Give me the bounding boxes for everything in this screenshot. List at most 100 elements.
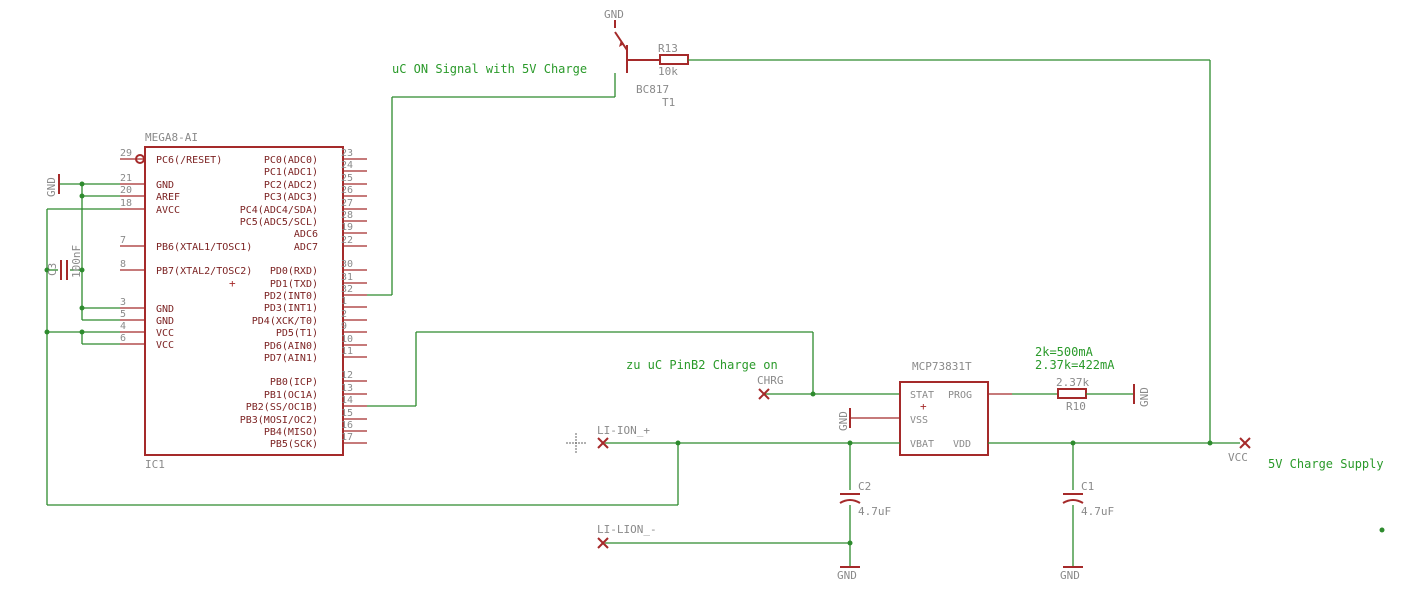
- net-li-lion-minus[interactable]: LI-LION_-: [597, 523, 657, 549]
- pin-vbat: VBAT: [910, 439, 934, 450]
- ic1-pin-name: ADC6: [294, 229, 318, 240]
- net-li-ion-plus-label: LI-ION_+: [597, 424, 650, 437]
- capacitor-c3[interactable]: C3 100nF: [46, 245, 83, 280]
- ic1-pin-number: 1: [341, 296, 347, 307]
- ic1-pin-name: PD5(T1): [276, 328, 318, 339]
- ic1-pin-name: PB3(MOSI/OC2): [240, 415, 318, 426]
- capacitor-c1[interactable]: C1 4.7uF GND: [1060, 480, 1114, 582]
- ic1-pin-number: 27: [341, 198, 353, 209]
- ic1-pin-number: 28: [341, 210, 353, 221]
- ic1-pin-number: 25: [341, 173, 353, 184]
- ic1-pin-number: 10: [341, 334, 353, 345]
- gnd-label-t1: GND: [604, 8, 624, 21]
- ic1-pin-number: 21: [120, 173, 132, 184]
- r10-ref: R10: [1066, 400, 1086, 413]
- r13-ref: R13: [658, 42, 678, 55]
- gnd-label-c2: GND: [837, 569, 857, 582]
- ic1-pin-name: PB6(XTAL1/TOSC1): [156, 242, 252, 253]
- ic1-body: [144, 146, 344, 456]
- c2-value: 4.7uF: [858, 505, 891, 518]
- ic1-pin-name: PB2(SS/OC1B): [246, 402, 318, 413]
- ic1-mega8[interactable]: MEGA8-AI IC1 29PC6(/RESET)21GND20AREF18A…: [120, 131, 367, 471]
- reset-inverter-bubble: [135, 154, 145, 164]
- green-dot-marker: [1379, 527, 1385, 533]
- ic1-pin-name: PC0(ADC0): [264, 155, 318, 166]
- ic1-pin-name: PB4(MISO): [264, 427, 318, 438]
- ic1-pin-number: 16: [341, 420, 353, 431]
- ic1-pin-name: AVCC: [156, 205, 180, 216]
- pin-prog: PROG: [948, 390, 972, 401]
- ic1-pin-number: 19: [341, 222, 353, 233]
- gnd-label-r10: GND: [1138, 387, 1151, 407]
- net-li-ion-plus[interactable]: LI-ION_+: [597, 424, 650, 449]
- t1-part: BC817: [636, 83, 669, 96]
- ic1-left-wires: [44, 181, 679, 506]
- ic1-pin-name: PD6(AIN0): [264, 341, 318, 352]
- pb2-chrg-wires: [367, 331, 900, 407]
- ic1-pin-name: PC1(ADC1): [264, 167, 318, 178]
- note-uc-on-signal: uC ON Signal with 5V Charge: [392, 62, 587, 76]
- ic1-pin-name: PC4(ADC4/SDA): [240, 205, 318, 216]
- ic1-pin-name: VCC: [156, 340, 174, 351]
- ic1-pin-name: PD3(INT1): [264, 303, 318, 314]
- ic1-part-label: MEGA8-AI: [145, 131, 198, 144]
- note-prog-1: 2k=500mA: [1035, 345, 1094, 359]
- net-li-lion-minus-label: LI-LION_-: [597, 523, 657, 536]
- r10-value: 2.37k: [1056, 376, 1089, 389]
- ic1-pin-number: 3: [120, 297, 126, 308]
- ic1-pin-name: PB7(XTAL2/TOSC2): [156, 266, 252, 277]
- ic1-pin-name: PC5(ADC5/SCL): [240, 217, 318, 228]
- t1-wires: [367, 59, 1211, 443]
- ic1-pin-number: 6: [120, 333, 126, 344]
- ic1-pin-name: PB1(OC1A): [264, 390, 318, 401]
- ic1-pin-name: PC3(ADC3): [264, 192, 318, 203]
- gnd-symbol-vss[interactable]: GND: [837, 408, 851, 431]
- ic1-pin-number: 24: [341, 160, 353, 171]
- resistor-r10[interactable]: 2.37k R10: [1012, 376, 1133, 413]
- ic1-pin-name: AREF: [156, 192, 180, 203]
- ic1-pin-number: 12: [341, 370, 353, 381]
- ic1-pin-number: 20: [120, 185, 132, 196]
- net-chrg-label: CHRG: [757, 374, 784, 387]
- ic1-pin-number: 13: [341, 383, 353, 394]
- ic1-pin-number: 15: [341, 408, 353, 419]
- charger-origin-mark: +: [920, 400, 927, 413]
- ic1-origin-mark: +: [229, 277, 236, 290]
- charger-ic-mcp73831t[interactable]: MCP73831T STAT PROG VSS VBAT VDD +: [850, 360, 1012, 456]
- ic1-pin-name: PC2(ADC2): [264, 180, 318, 191]
- ic1-pin-number: 18: [120, 198, 132, 209]
- capacitor-c2[interactable]: C2 4.7uF GND: [837, 480, 891, 582]
- ic1-pin-number: 4: [120, 321, 126, 332]
- ic1-pin-name: ADC7: [294, 242, 318, 253]
- pin-vss: VSS: [910, 415, 928, 426]
- gnd-label-left: GND: [45, 177, 58, 197]
- ic1-pin-number: 2: [341, 309, 347, 320]
- ic1-pin-number: 17: [341, 432, 353, 443]
- net-vcc[interactable]: VCC: [1228, 437, 1251, 464]
- ic1-pin-number: 23: [341, 148, 353, 159]
- note-charge-supply: 5V Charge Supply: [1268, 457, 1384, 471]
- ic1-right-pins: 23PC0(ADC0)24PC1(ADC1)25PC2(ADC2)26PC3(A…: [240, 148, 367, 450]
- ic1-pin-number: 29: [120, 148, 132, 159]
- gnd-symbol-left[interactable]: GND: [45, 174, 60, 197]
- cursor-crosshair: [566, 433, 586, 453]
- gnd-symbol-r10[interactable]: GND: [1133, 384, 1151, 407]
- ic1-pin-number: 9: [341, 321, 347, 332]
- c1-ref: C1: [1081, 480, 1094, 493]
- ic1-pin-name: GND: [156, 180, 174, 191]
- ic1-pin-number: 32: [341, 284, 353, 295]
- r13-value: 10k: [658, 65, 678, 78]
- resistor-r13[interactable]: R13 10k: [658, 42, 689, 78]
- note-prog-2: 2.37k=422mA: [1035, 358, 1115, 372]
- transistor-t1[interactable]: GND BC817 T1: [604, 8, 675, 109]
- c1-value: 4.7uF: [1081, 505, 1114, 518]
- ic1-pin-name: PB5(SCK): [270, 439, 318, 450]
- ic1-pin-name: PC6(/RESET): [156, 155, 222, 166]
- ic1-ref-label: IC1: [145, 458, 165, 471]
- ic1-pin-name: PD7(AIN1): [264, 353, 318, 364]
- net-chrg-marker[interactable]: CHRG: [757, 374, 784, 400]
- ic1-pin-name: GND: [156, 316, 174, 327]
- ic1-pin-name: VCC: [156, 328, 174, 339]
- ic1-pin-number: 22: [341, 235, 353, 246]
- ic1-pin-number: 31: [341, 272, 353, 283]
